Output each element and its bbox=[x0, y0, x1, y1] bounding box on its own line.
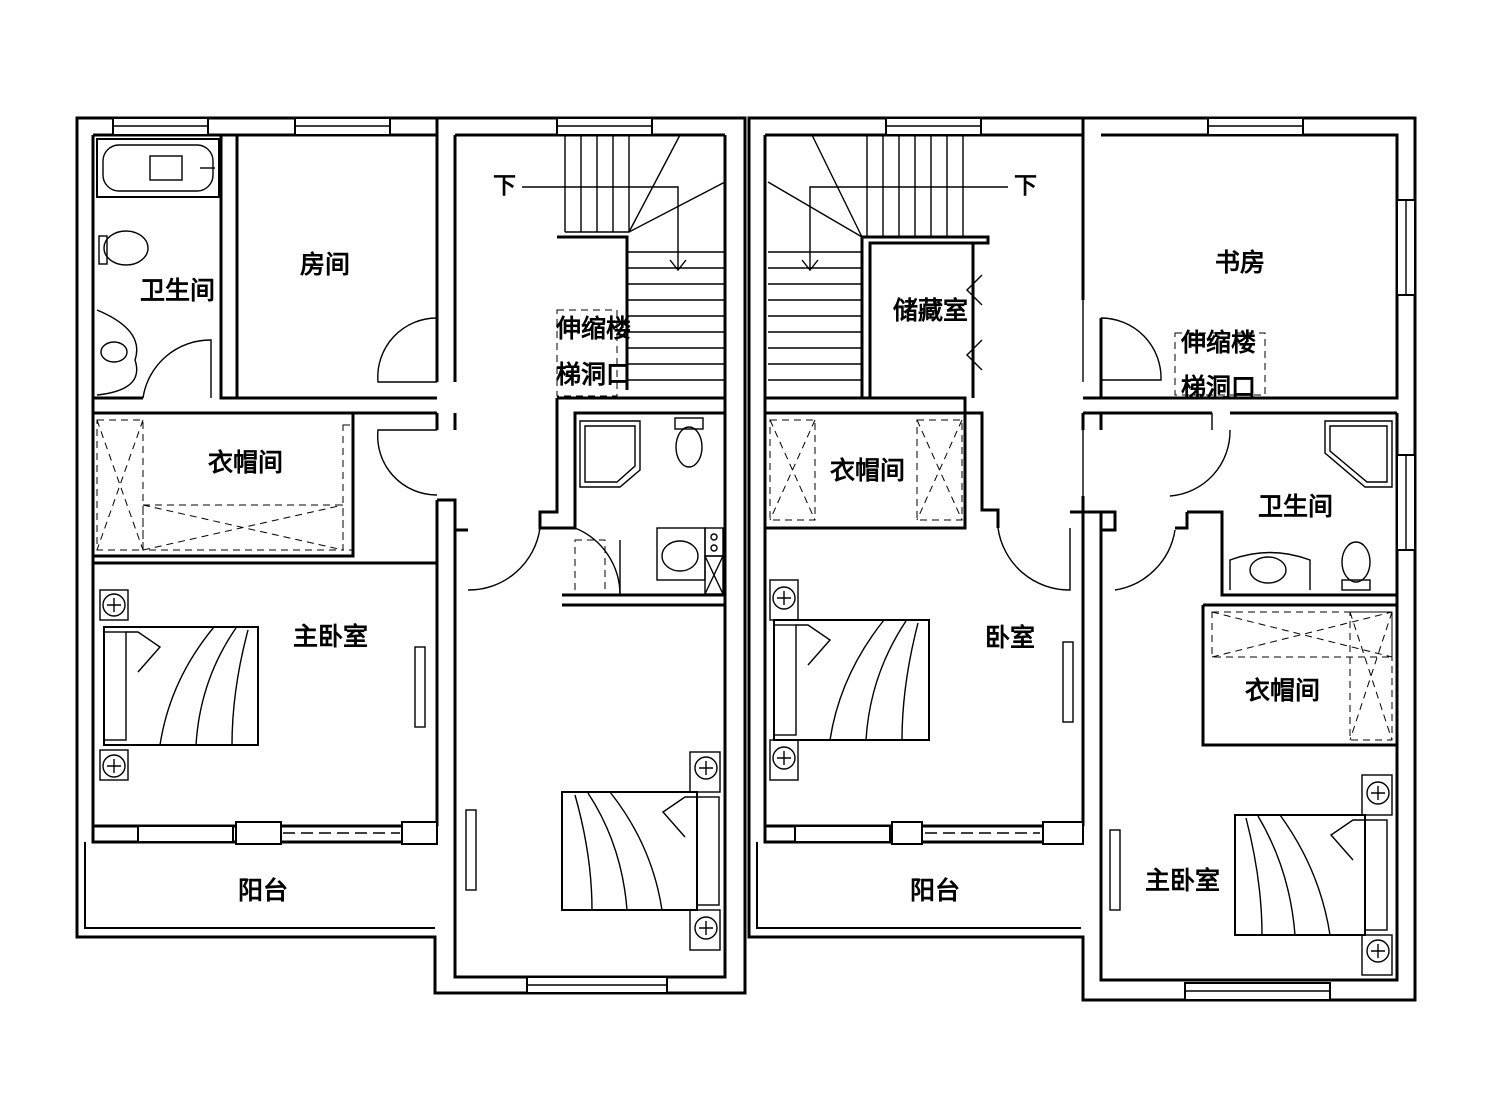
left-unit-windows bbox=[112, 117, 668, 994]
right-stair-hole-label-1: 伸缩楼 bbox=[1181, 328, 1257, 357]
right-unit-walls bbox=[747, 116, 1417, 1002]
right-bedroom-label: 卧室 bbox=[985, 623, 1036, 652]
right-balcony-label: 阳台 bbox=[910, 876, 961, 905]
right-unit-fixtures bbox=[769, 419, 1393, 976]
left-bathroom-label: 卫生间 bbox=[140, 276, 216, 305]
right-closet-a-label: 衣帽间 bbox=[830, 456, 906, 485]
right-stair-down-label: 下 bbox=[1014, 173, 1037, 199]
left-master-bedroom-label: 主卧室 bbox=[293, 622, 369, 651]
right-stair-hole-label-2: 梯洞口 bbox=[1181, 373, 1257, 402]
right-closet-b-label: 衣帽间 bbox=[1245, 676, 1321, 705]
left-unit-walls bbox=[75, 116, 747, 995]
right-master-bedroom-label: 主卧室 bbox=[1145, 866, 1221, 895]
left-balcony-label: 阳台 bbox=[238, 876, 289, 905]
right-unit-doors bbox=[966, 274, 1231, 911]
left-unit-doors bbox=[142, 317, 621, 891]
left-stair-hole-label-2: 梯洞口 bbox=[556, 360, 632, 389]
left-room-label: 房间 bbox=[300, 250, 351, 279]
right-unit-stairs bbox=[767, 134, 1266, 396]
right-study-label: 书房 bbox=[1215, 248, 1266, 277]
left-unit-fixtures bbox=[96, 138, 724, 951]
right-unit-windows bbox=[794, 117, 1416, 1001]
left-stair-down-label: 下 bbox=[493, 173, 516, 199]
left-stair-hole-label-1: 伸缩楼 bbox=[556, 314, 632, 343]
right-bathroom-label: 卫生间 bbox=[1258, 492, 1334, 521]
right-storage-label: 储藏室 bbox=[893, 296, 969, 325]
left-closet-label: 衣帽间 bbox=[208, 448, 284, 477]
left-unit-stairs bbox=[522, 134, 726, 397]
